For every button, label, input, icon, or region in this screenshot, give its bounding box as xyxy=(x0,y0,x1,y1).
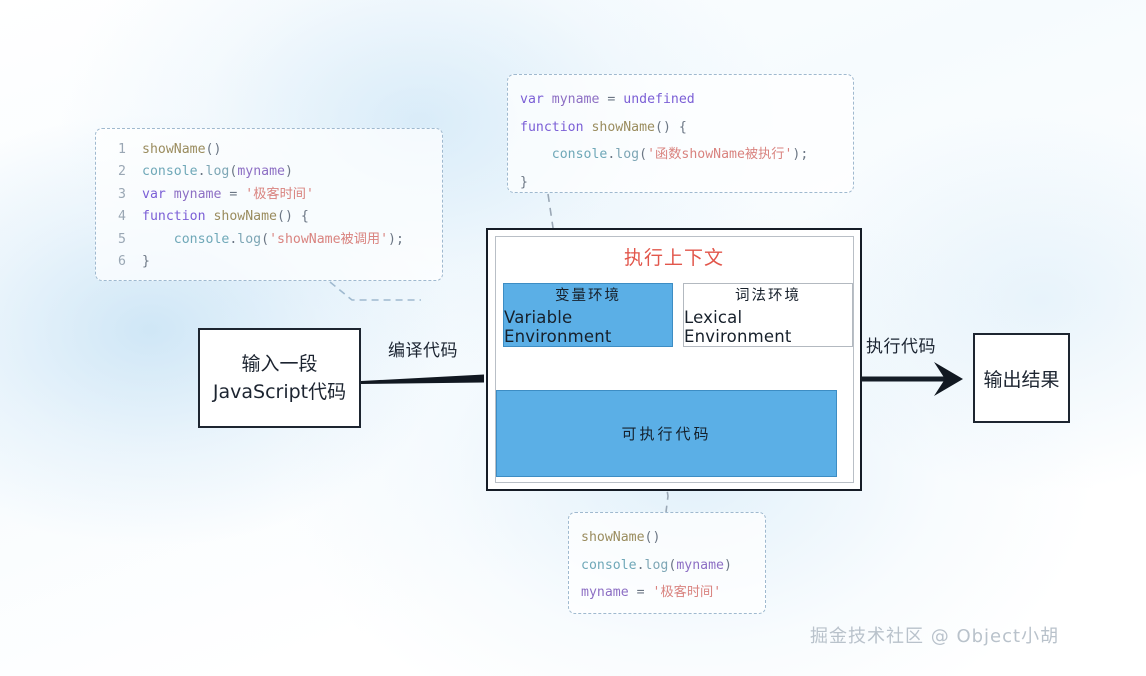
code-token: log xyxy=(205,164,230,180)
executable-code-box: 可执行代码 xyxy=(496,390,837,477)
code-token xyxy=(544,92,552,107)
code-line: } xyxy=(520,169,841,197)
code-token: ( xyxy=(261,231,270,247)
executable-code-bubble: showName()console.log(myname)myname = '极… xyxy=(568,512,766,614)
code-token xyxy=(645,585,653,600)
code-token: ( xyxy=(668,557,677,573)
variable-environment-box: 变量环境 Variable Environment xyxy=(503,283,673,347)
code-token: log xyxy=(644,557,669,573)
code-token: var xyxy=(142,186,166,202)
code-token: ( xyxy=(639,147,648,162)
code-token: undefined xyxy=(623,92,695,107)
code-line: showName() xyxy=(581,524,753,552)
code-token: ) xyxy=(723,557,732,573)
input-box-line2: JavaScript代码 xyxy=(212,381,347,403)
code-token: function xyxy=(142,209,206,225)
code-token: console xyxy=(551,147,608,162)
code-token: console xyxy=(173,231,230,247)
code-token: log xyxy=(615,147,640,162)
lexical-environment-box: 词法环境 Lexical Environment xyxy=(683,283,853,347)
code-line: console.log('函数showName被执行'); xyxy=(520,141,841,169)
code-line: 6} xyxy=(102,251,432,273)
code-token: = xyxy=(636,585,645,600)
input-box-line1: 输入一段 xyxy=(241,353,318,375)
watermark: 掘金技术社区 @ Object小胡 xyxy=(810,626,1060,647)
code-token: var xyxy=(520,92,544,107)
code-line: console.log(myname) xyxy=(581,552,753,580)
variable-environment-label-cn: 变量环境 xyxy=(555,288,621,304)
code-token: '极客时间' xyxy=(652,585,722,600)
code-token: 'showName被调用' xyxy=(269,231,389,247)
code-token xyxy=(166,187,174,202)
code-token xyxy=(629,585,637,600)
code-line-number: 4 xyxy=(118,209,126,225)
code-line: 3 var myname = '极客时间' xyxy=(102,184,432,206)
code-token xyxy=(142,232,174,247)
code-token: showName xyxy=(142,142,206,157)
code-token: console xyxy=(142,164,198,180)
code-line: myname = '极客时间' xyxy=(581,579,753,607)
code-token: myname xyxy=(237,164,285,180)
code-line-number: 2 xyxy=(118,164,126,180)
code-line-number: 6 xyxy=(118,254,126,270)
code-token: . xyxy=(607,147,616,162)
code-token: } xyxy=(520,174,528,190)
execute-arrow-shaft xyxy=(862,376,948,382)
compile-arrow xyxy=(361,374,484,384)
output-box-label: 输出结果 xyxy=(983,368,1060,391)
execution-context-title: 执行上下文 xyxy=(623,247,724,269)
code-token: myname xyxy=(551,92,600,107)
code-token: console xyxy=(581,557,637,573)
variable-environment-label-en: Variable Environment xyxy=(504,308,612,346)
code-token: ( xyxy=(229,164,238,180)
code-token: '极客时间' xyxy=(245,186,314,202)
code-token: } xyxy=(142,254,150,270)
code-token: () xyxy=(205,142,222,157)
code-token: () { xyxy=(277,209,309,225)
compile-code-label: 编译代码 xyxy=(388,341,458,361)
code-line-number: 1 xyxy=(118,142,126,157)
code-token: = xyxy=(229,186,238,202)
code-line: var myname = undefined xyxy=(520,86,841,114)
leader-left-code xyxy=(329,281,421,301)
code-line: 5 console.log('showName被调用'); xyxy=(102,229,432,251)
code-line: function showName() { xyxy=(520,114,841,142)
code-token: . xyxy=(229,231,238,247)
code-token: myname xyxy=(173,186,222,202)
code-token: log xyxy=(237,231,262,247)
code-token: function xyxy=(520,119,584,135)
execute-arrow-head xyxy=(934,362,963,396)
lexical-environment-label-en: Lexical Environment xyxy=(684,308,792,346)
output-result-box: 输出结果 xyxy=(973,333,1070,423)
code-token: '函数showName被执行' xyxy=(647,147,793,162)
code-line-number: 5 xyxy=(118,231,126,247)
code-line: 1 showName() xyxy=(102,139,432,161)
code-token: . xyxy=(197,164,206,180)
code-token: ); xyxy=(388,231,404,247)
input-javascript-box: 输入一段 JavaScript代码 xyxy=(198,328,361,428)
code-line-number: 3 xyxy=(118,186,126,202)
code-token: showName xyxy=(591,119,656,135)
code-token: showName xyxy=(581,530,645,545)
code-line: 2 console.log(myname) xyxy=(102,161,432,183)
code-token: myname xyxy=(581,585,629,600)
code-token: myname xyxy=(676,557,724,573)
lexical-environment-label-cn: 词法环境 xyxy=(735,288,801,304)
code-token xyxy=(520,147,552,162)
code-token: ); xyxy=(792,147,809,162)
code-token: () { xyxy=(655,119,687,135)
code-token: ) xyxy=(284,164,293,180)
code-line: 4 function showName() { xyxy=(102,206,432,228)
code-token: showName xyxy=(213,209,278,225)
code-token: = xyxy=(607,92,616,107)
code-token: . xyxy=(636,557,645,573)
execute-code-label: 执行代码 xyxy=(866,337,936,357)
executable-code-label: 可执行代码 xyxy=(621,425,712,443)
code-token: () xyxy=(644,530,661,545)
